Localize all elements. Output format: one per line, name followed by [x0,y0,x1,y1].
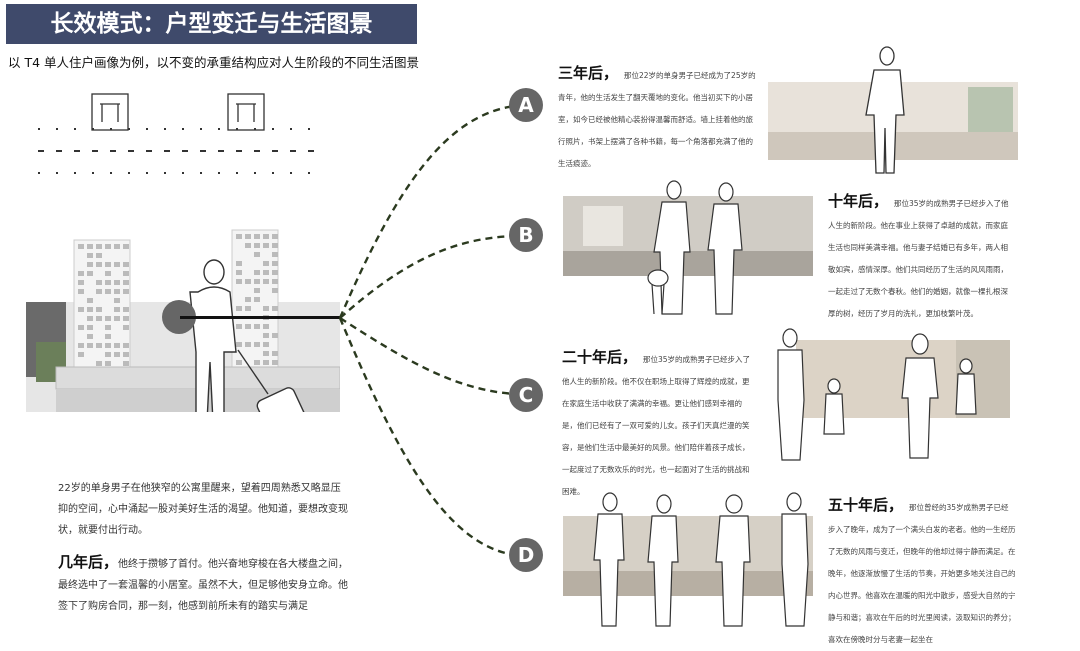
floor-plan-drawing [30,84,320,184]
stage-c-heading: 二十年后， [562,348,637,366]
stage-circle-b[interactable]: B [509,218,543,252]
intro-paragraph: 22岁的单身男子在他狭窄的公寓里醒来，望着四周熟悉又略显压抑的空间，心中涌起一股… [58,478,348,541]
page-title: 长效模式：户型变迁与生活图景 [6,4,417,44]
stage-a-figure [862,44,912,174]
stage-c-figures [770,326,990,466]
stage-a-text: 三年后，那位22岁的单身男子已经成为了25岁的青年，他的生活发生了翻天覆地的变化… [558,62,756,175]
stage-circle-a[interactable]: A [509,88,543,122]
stage-b-figures [646,178,756,318]
stage-d-figures [588,490,838,630]
stage-b-text: 十年后，那位35岁的成熟男子已经步入了他人生的新阶段。他在事业上获得了卓越的成就… [828,190,1014,325]
connector-line [180,316,340,319]
branch-curves [335,90,525,570]
stage-circle-c[interactable]: C [509,378,543,412]
intro-paragraph-2: 几年后，他终于攒够了首付。他兴奋地穿梭在各大楼盘之间，最终选中了一套温馨的小居室… [58,552,348,617]
intro-heading: 几年后， [58,553,118,571]
stage-d-text: 五十年后，那位曾经的35岁成熟男子已经步入了晚年，成为了一个满头白发的老者。他的… [828,494,1016,651]
stage-d-body: 那位曾经的35岁成熟男子已经步入了晚年，成为了一个满头白发的老者。他的一生经历了… [828,503,1016,644]
stage-b-heading: 十年后， [828,192,888,210]
stage-a-body: 那位22岁的单身男子已经成为了25岁的青年，他的生活发生了翻天覆地的变化。他当初… [558,71,756,168]
stage-c-text: 二十年后，那位35岁的成熟男子已经步入了他人生的新阶段。他不仅在职场上取得了辉煌… [562,346,752,503]
stage-d-heading: 五十年后， [828,496,903,514]
stage-circle-d[interactable]: D [509,538,543,572]
stage-c-body: 那位35岁的成熟男子已经步入了他人生的新阶段。他不仅在职场上取得了辉煌的成就，更… [562,355,750,496]
page-subtitle: 以 T4 单人住户画像为例，以不变的承重结构应对人生阶段的不同生活图景 [8,52,419,71]
stage-a-heading: 三年后， [558,64,618,82]
stage-b-body: 那位35岁的成熟男子已经步入了他人生的新阶段。他在事业上获得了卓越的成就，而家庭… [828,199,1009,318]
